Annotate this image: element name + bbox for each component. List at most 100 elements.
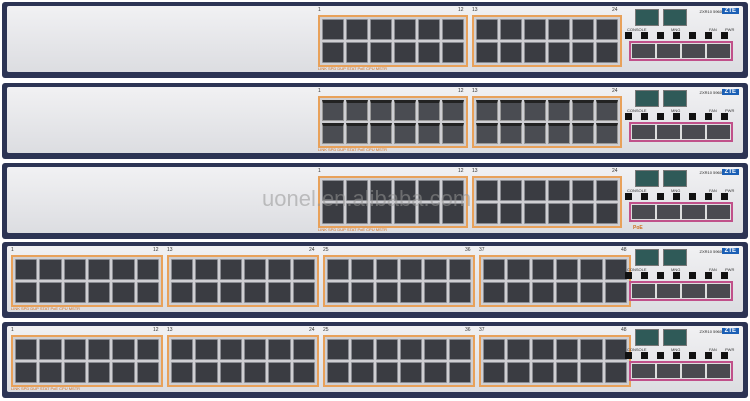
ethernet-port[interactable] — [112, 282, 135, 303]
ethernet-port[interactable] — [424, 282, 447, 303]
ethernet-port[interactable] — [195, 362, 218, 383]
mng-port[interactable] — [663, 90, 687, 107]
ethernet-port[interactable] — [604, 259, 627, 280]
ethernet-port[interactable] — [604, 282, 627, 303]
ethernet-port[interactable] — [15, 362, 38, 383]
mng-port[interactable] — [663, 9, 687, 26]
sfp-port[interactable] — [572, 100, 594, 121]
ethernet-port[interactable] — [39, 282, 62, 303]
sfp-port[interactable] — [476, 123, 498, 144]
ethernet-port[interactable] — [351, 339, 374, 360]
ethernet-port[interactable] — [375, 259, 398, 280]
ethernet-port[interactable] — [500, 19, 522, 40]
ethernet-port[interactable] — [219, 362, 242, 383]
ethernet-port[interactable] — [476, 42, 498, 63]
ethernet-port[interactable] — [63, 282, 86, 303]
ethernet-port[interactable] — [524, 203, 546, 224]
ethernet-port[interactable] — [346, 19, 368, 40]
ethernet-port[interactable] — [292, 339, 315, 360]
ethernet-port[interactable] — [531, 259, 554, 280]
ethernet-port[interactable] — [476, 203, 498, 224]
ethernet-port[interactable] — [442, 19, 464, 40]
sfp-port[interactable] — [548, 100, 570, 121]
ethernet-port[interactable] — [268, 362, 291, 383]
ethernet-port[interactable] — [418, 180, 440, 201]
ethernet-port[interactable] — [596, 19, 618, 40]
sfp-port[interactable] — [657, 205, 680, 219]
ethernet-port[interactable] — [375, 362, 398, 383]
ethernet-port[interactable] — [268, 259, 291, 280]
ethernet-port[interactable] — [448, 282, 471, 303]
ethernet-port[interactable] — [39, 259, 62, 280]
ethernet-port[interactable] — [346, 180, 368, 201]
sfp-port[interactable] — [442, 100, 464, 121]
ethernet-port[interactable] — [580, 259, 603, 280]
ethernet-port[interactable] — [394, 203, 416, 224]
ethernet-port[interactable] — [483, 259, 506, 280]
ethernet-port[interactable] — [327, 362, 350, 383]
ethernet-port[interactable] — [346, 42, 368, 63]
ethernet-port[interactable] — [524, 42, 546, 63]
ethernet-port[interactable] — [418, 19, 440, 40]
ethernet-port[interactable] — [136, 362, 159, 383]
sfp-port[interactable] — [418, 123, 440, 144]
mng-port[interactable] — [663, 329, 687, 346]
ethernet-port[interactable] — [327, 339, 350, 360]
ethernet-port[interactable] — [424, 339, 447, 360]
ethernet-port[interactable] — [572, 203, 594, 224]
ethernet-port[interactable] — [88, 339, 111, 360]
sfp-port[interactable] — [682, 205, 705, 219]
ethernet-port[interactable] — [448, 339, 471, 360]
console-port[interactable] — [635, 9, 659, 26]
ethernet-port[interactable] — [400, 282, 423, 303]
ethernet-port[interactable] — [171, 339, 194, 360]
ethernet-port[interactable] — [351, 259, 374, 280]
ethernet-port[interactable] — [442, 180, 464, 201]
sfp-port[interactable] — [682, 44, 705, 58]
sfp-port[interactable] — [707, 205, 730, 219]
ethernet-port[interactable] — [375, 282, 398, 303]
ethernet-port[interactable] — [394, 42, 416, 63]
ethernet-port[interactable] — [531, 362, 554, 383]
ethernet-port[interactable] — [268, 282, 291, 303]
ethernet-port[interactable] — [346, 203, 368, 224]
sfp-port[interactable] — [394, 100, 416, 121]
ethernet-port[interactable] — [507, 339, 530, 360]
sfp-port[interactable] — [632, 205, 655, 219]
ethernet-port[interactable] — [322, 180, 344, 201]
ethernet-port[interactable] — [531, 339, 554, 360]
ethernet-port[interactable] — [394, 19, 416, 40]
sfp-port[interactable] — [500, 123, 522, 144]
ethernet-port[interactable] — [292, 259, 315, 280]
sfp-port[interactable] — [707, 125, 730, 139]
ethernet-port[interactable] — [63, 339, 86, 360]
ethernet-port[interactable] — [322, 19, 344, 40]
ethernet-port[interactable] — [244, 362, 267, 383]
console-port[interactable] — [635, 170, 659, 187]
sfp-port[interactable] — [682, 284, 705, 298]
console-port[interactable] — [635, 249, 659, 266]
ethernet-port[interactable] — [596, 203, 618, 224]
sfp-port[interactable] — [632, 125, 655, 139]
ethernet-port[interactable] — [88, 259, 111, 280]
ethernet-port[interactable] — [483, 339, 506, 360]
ethernet-port[interactable] — [195, 259, 218, 280]
ethernet-port[interactable] — [327, 282, 350, 303]
ethernet-port[interactable] — [112, 362, 135, 383]
ethernet-port[interactable] — [15, 259, 38, 280]
ethernet-port[interactable] — [524, 19, 546, 40]
ethernet-port[interactable] — [424, 362, 447, 383]
ethernet-port[interactable] — [604, 339, 627, 360]
sfp-port[interactable] — [524, 123, 546, 144]
sfp-port[interactable] — [322, 100, 344, 121]
sfp-port[interactable] — [657, 364, 680, 378]
ethernet-port[interactable] — [507, 259, 530, 280]
ethernet-port[interactable] — [548, 42, 570, 63]
sfp-port[interactable] — [524, 100, 546, 121]
ethernet-port[interactable] — [424, 259, 447, 280]
sfp-port[interactable] — [707, 364, 730, 378]
sfp-port[interactable] — [500, 100, 522, 121]
ethernet-port[interactable] — [39, 339, 62, 360]
ethernet-port[interactable] — [548, 180, 570, 201]
ethernet-port[interactable] — [195, 339, 218, 360]
